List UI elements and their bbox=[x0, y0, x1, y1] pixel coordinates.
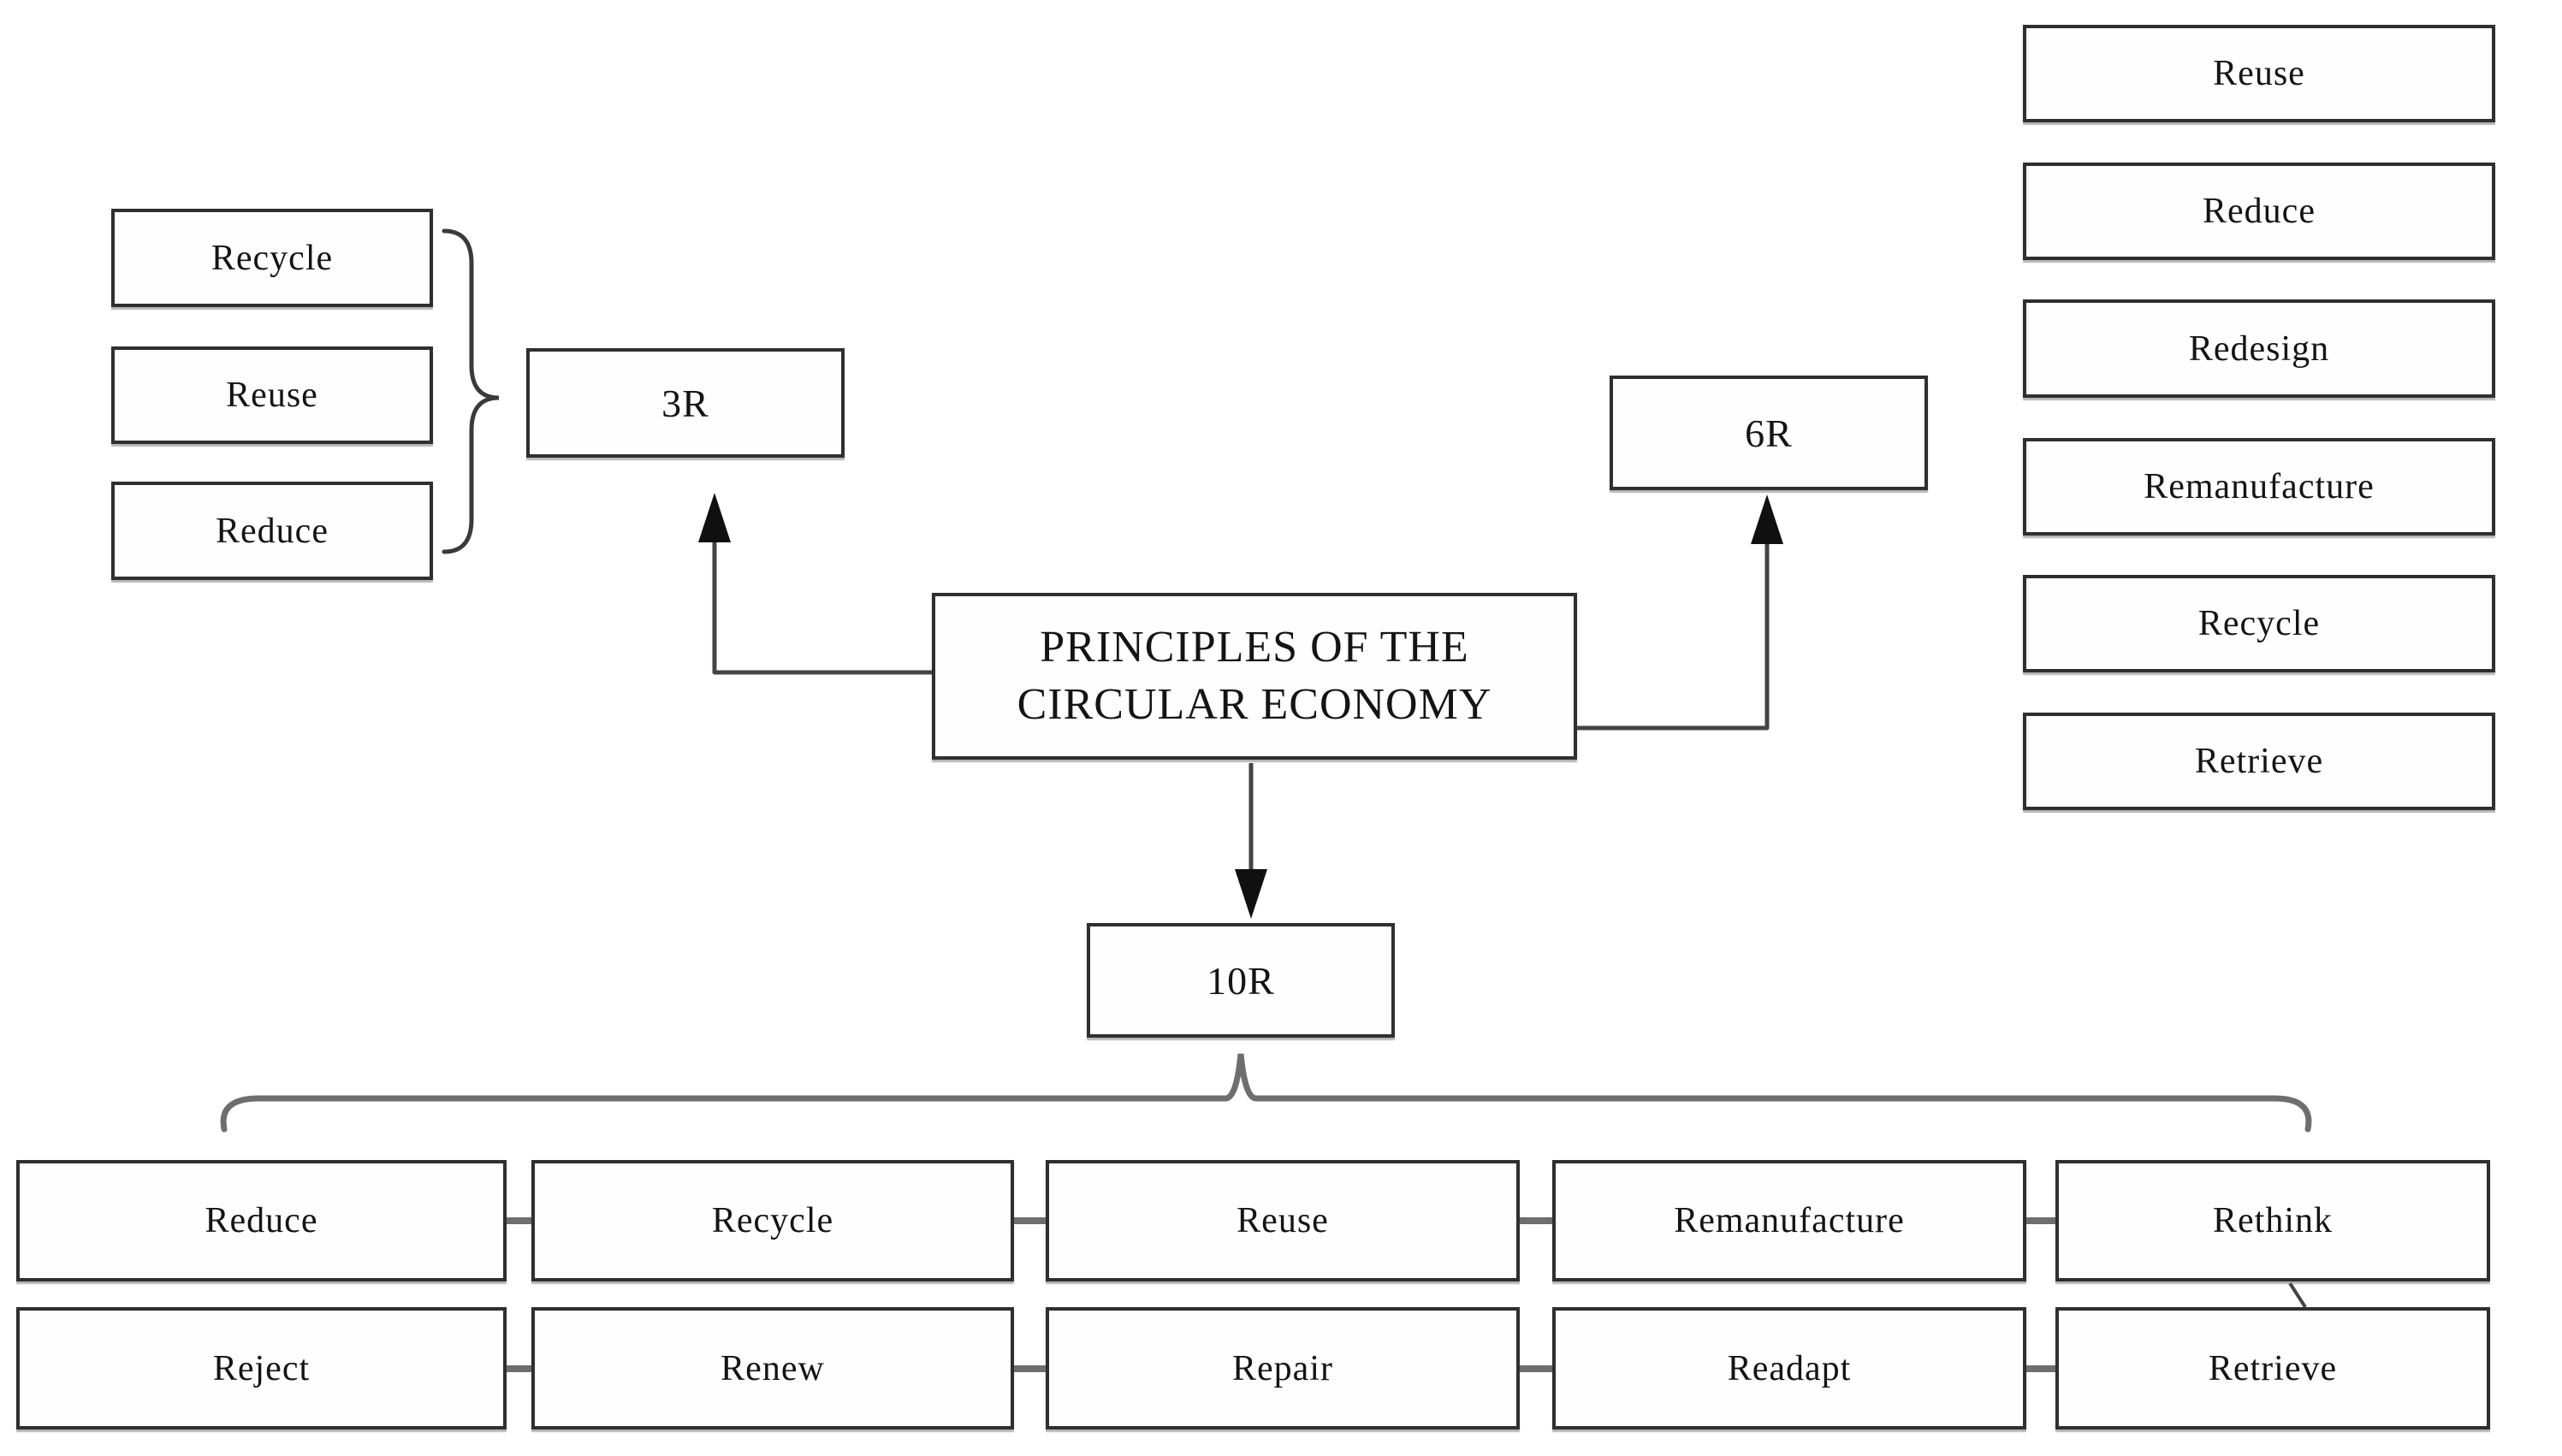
box-10r-item-reject: Reject bbox=[16, 1307, 507, 1429]
box-3r-source-reduce: Reduce bbox=[111, 482, 433, 580]
rethink-retrieve-connector bbox=[2288, 1281, 2307, 1309]
box-10r-item-recycle: Recycle bbox=[531, 1160, 1014, 1281]
brace-3r-items bbox=[442, 228, 500, 554]
box-principles-title: PRINCIPLES OF THE CIRCULAR ECONOMY bbox=[932, 593, 1577, 760]
box-10r-item-reuse: Reuse bbox=[1046, 1160, 1520, 1281]
box-6r-item-remanufacture: Remanufacture bbox=[2023, 438, 2495, 536]
box-3r-source-recycle: Recycle bbox=[111, 209, 433, 307]
box-10r-item-reduce: Reduce bbox=[16, 1160, 507, 1281]
box-10r-item-renew: Renew bbox=[531, 1307, 1014, 1429]
box-3r-group: 3R bbox=[526, 348, 845, 458]
box-6r-item-retrieve: Retrieve bbox=[2023, 713, 2495, 810]
brace-10r-span bbox=[220, 1053, 2312, 1133]
arrow-line-to-3r bbox=[712, 542, 932, 675]
box-6r-item-redesign: Redesign bbox=[2023, 299, 2495, 398]
box-6r-item-reduce: Reduce bbox=[2023, 163, 2495, 260]
box-10r-group: 10R bbox=[1087, 923, 1395, 1038]
box-6r-item-reuse: Reuse bbox=[2023, 25, 2495, 122]
principles-title-text: PRINCIPLES OF THE CIRCULAR ECONOMY bbox=[1017, 619, 1492, 733]
box-6r-group: 6R bbox=[1610, 376, 1928, 490]
box-3r-source-reuse: Reuse bbox=[111, 346, 433, 444]
box-10r-item-remanufacture: Remanufacture bbox=[1552, 1160, 2026, 1281]
box-6r-item-recycle: Recycle bbox=[2023, 575, 2495, 672]
principles-title-line2: CIRCULAR ECONOMY bbox=[1017, 679, 1492, 729]
box-10r-item-readapt: Readapt bbox=[1552, 1307, 2026, 1429]
box-10r-item-repair: Repair bbox=[1046, 1307, 1520, 1429]
box-10r-item-retrieve: Retrieve bbox=[2055, 1307, 2490, 1429]
box-10r-item-rethink: Rethink bbox=[2055, 1160, 2490, 1281]
arrow-line-to-6r bbox=[1577, 544, 1770, 731]
arrowhead-to-6r bbox=[1751, 494, 1783, 544]
principles-title-line1: PRINCIPLES OF THE bbox=[1040, 622, 1469, 672]
arrowhead-to-3r bbox=[698, 493, 731, 542]
arrowhead-to-10r bbox=[1235, 869, 1267, 919]
